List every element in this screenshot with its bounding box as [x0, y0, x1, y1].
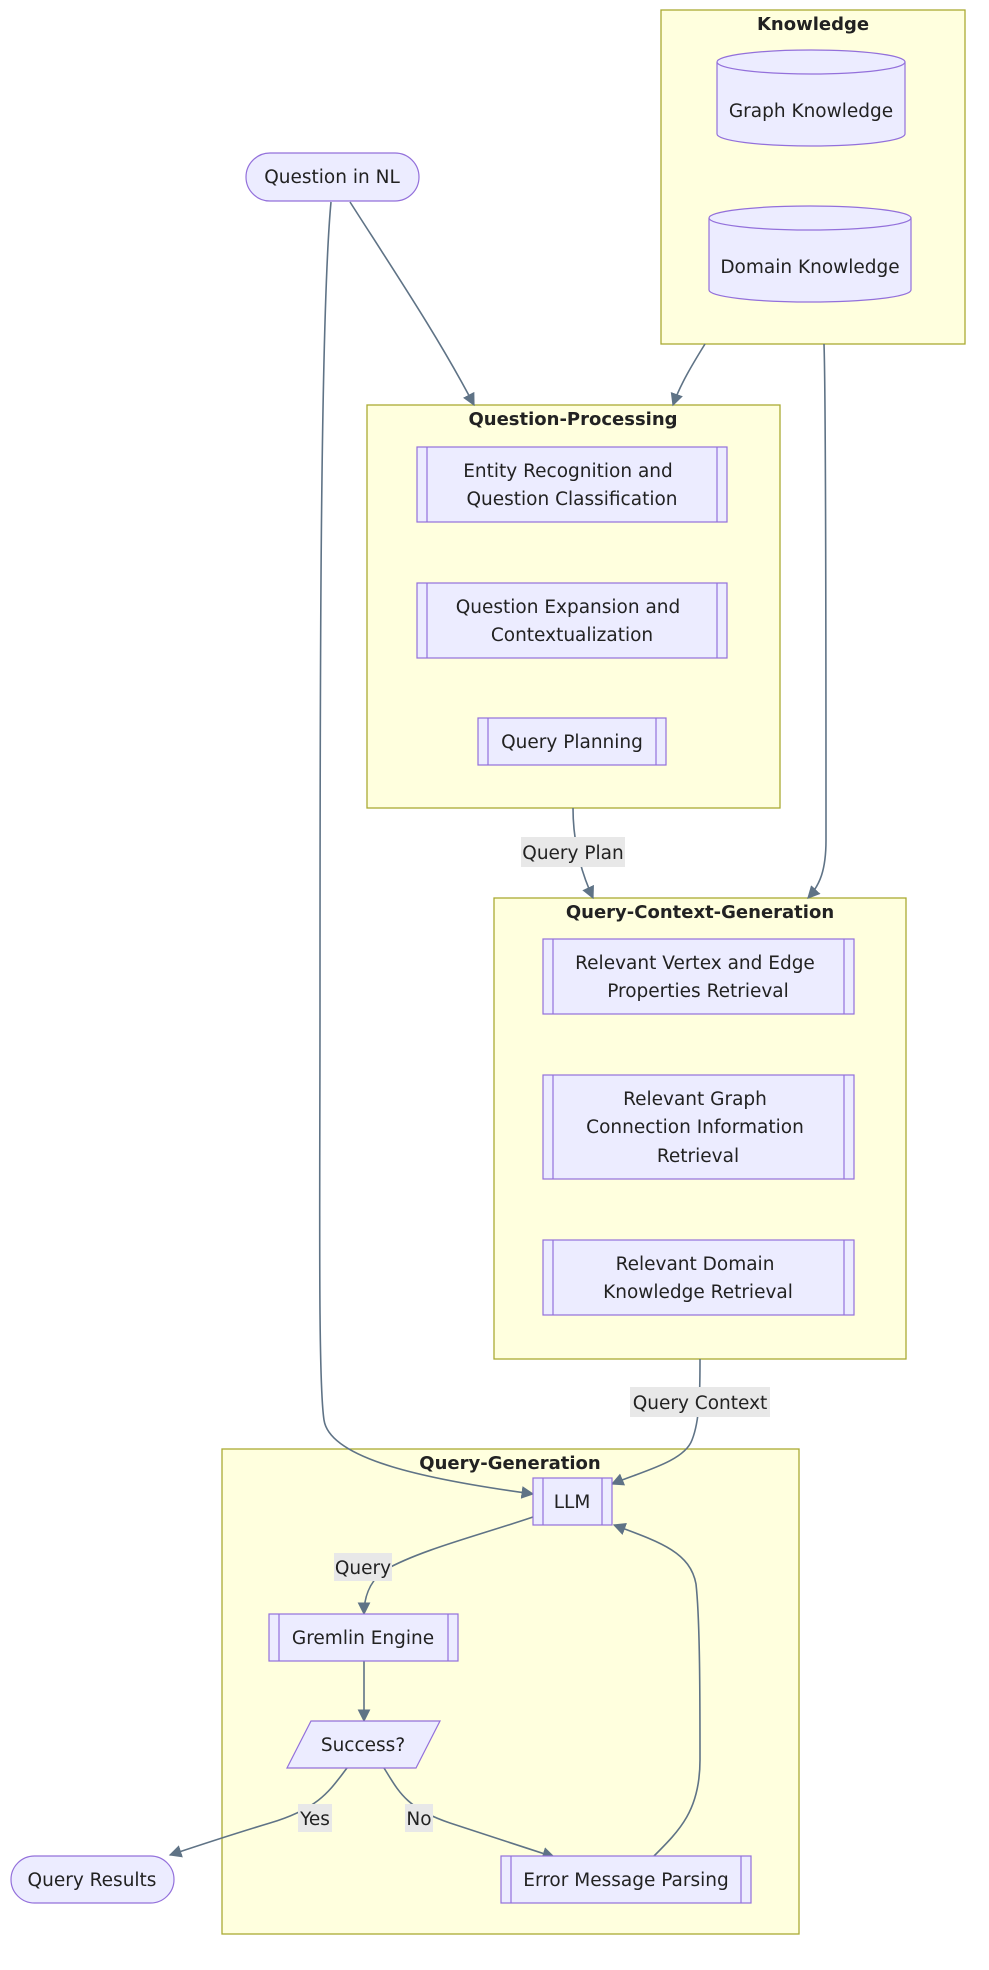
node-vertex-edge-line-1: Relevant Vertex and Edge	[575, 953, 815, 974]
node-error-message-parsing: Error Message Parsing	[500, 1855, 752, 1904]
node-graph-connection-line-2: Connection Information	[586, 1117, 804, 1138]
node-llm-label: LLM	[554, 1492, 591, 1513]
cluster-question-processing-title: Question-Processing	[468, 409, 677, 430]
edge-label-query-context: Query Context	[630, 1387, 770, 1417]
edges	[168, 201, 827, 1860]
edge-label-no: No	[405, 1804, 433, 1832]
node-success: Success?	[286, 1720, 441, 1769]
node-question-expansion-line-1: Question Expansion and	[456, 597, 681, 618]
node-gremlin-engine: Gremlin Engine	[268, 1613, 459, 1662]
edge-question-to-processing	[349, 201, 475, 407]
node-graph-knowledge: Graph Knowledge	[716, 49, 906, 147]
node-query-planning-label: Query Planning	[501, 732, 643, 753]
cluster-query-generation: Query-Generation	[221, 1448, 800, 1935]
node-entity-recognition-line-2: Question Classification	[466, 489, 677, 510]
edge-success-to-error	[383, 1767, 556, 1860]
edge-label-no-text: No	[406, 1809, 431, 1830]
cluster-query-context-generation-title: Query-Context-Generation	[566, 902, 834, 923]
edge-label-yes: Yes	[298, 1804, 332, 1832]
edge-knowledge-to-context	[807, 343, 827, 899]
node-query-results-label: Query Results	[28, 1870, 157, 1891]
node-error-message-parsing-label: Error Message Parsing	[523, 1870, 728, 1891]
edge-label-yes-text: Yes	[299, 1809, 330, 1830]
node-entity-recognition-line-1: Entity Recognition and	[463, 461, 673, 482]
node-vertex-edge-retrieval: Relevant Vertex and Edge Properties Retr…	[542, 938, 855, 1015]
node-question-expansion: Question Expansion and Contextualization	[416, 582, 728, 659]
node-graph-knowledge-label: Graph Knowledge	[729, 101, 893, 122]
node-domain-knowledge-retrieval: Relevant Domain Knowledge Retrieval	[542, 1239, 855, 1316]
node-question-in-nl: Question in NL	[245, 152, 420, 202]
edge-label-query: Query	[334, 1553, 392, 1581]
node-llm: LLM	[532, 1477, 613, 1526]
edge-knowledge-to-processing	[670, 343, 706, 407]
edge-label-query-text: Query	[335, 1558, 391, 1579]
node-question-expansion-line-2: Contextualization	[491, 625, 653, 646]
cluster-query-generation-title: Query-Generation	[419, 1453, 600, 1474]
edge-question-to-llm	[318, 201, 535, 1499]
node-domain-knowledge: Domain Knowledge	[708, 205, 912, 303]
edge-context-to-llm	[610, 1358, 701, 1486]
node-domain-knowledge-label: Domain Knowledge	[720, 257, 899, 278]
node-gremlin-engine-label: Gremlin Engine	[292, 1628, 434, 1649]
edge-llm-to-gremlin	[357, 1516, 534, 1616]
node-graph-connection-line-1: Relevant Graph	[623, 1089, 767, 1110]
node-query-planning: Query Planning	[477, 717, 667, 766]
edge-error-to-llm	[612, 1522, 701, 1857]
node-query-results: Query Results	[10, 1855, 175, 1904]
edge-label-query-plan: Query Plan	[521, 837, 625, 867]
edge-label-query-context-text: Query Context	[633, 1393, 768, 1414]
node-domain-retrieval-line-1: Relevant Domain	[616, 1254, 775, 1275]
edge-label-query-plan-text: Query Plan	[522, 843, 623, 864]
edge-success-to-results	[168, 1767, 348, 1858]
cluster-knowledge-title: Knowledge	[757, 14, 869, 35]
node-entity-recognition: Entity Recognition and Question Classifi…	[416, 446, 728, 523]
node-question-in-nl-label: Question in NL	[264, 167, 400, 188]
node-success-label: Success?	[321, 1735, 405, 1756]
node-graph-connection-line-3: Retrieval	[657, 1146, 739, 1167]
node-domain-retrieval-line-2: Knowledge Retrieval	[603, 1282, 793, 1303]
node-vertex-edge-line-2: Properties Retrieval	[607, 981, 789, 1002]
node-graph-connection-retrieval: Relevant Graph Connection Information Re…	[542, 1074, 855, 1180]
